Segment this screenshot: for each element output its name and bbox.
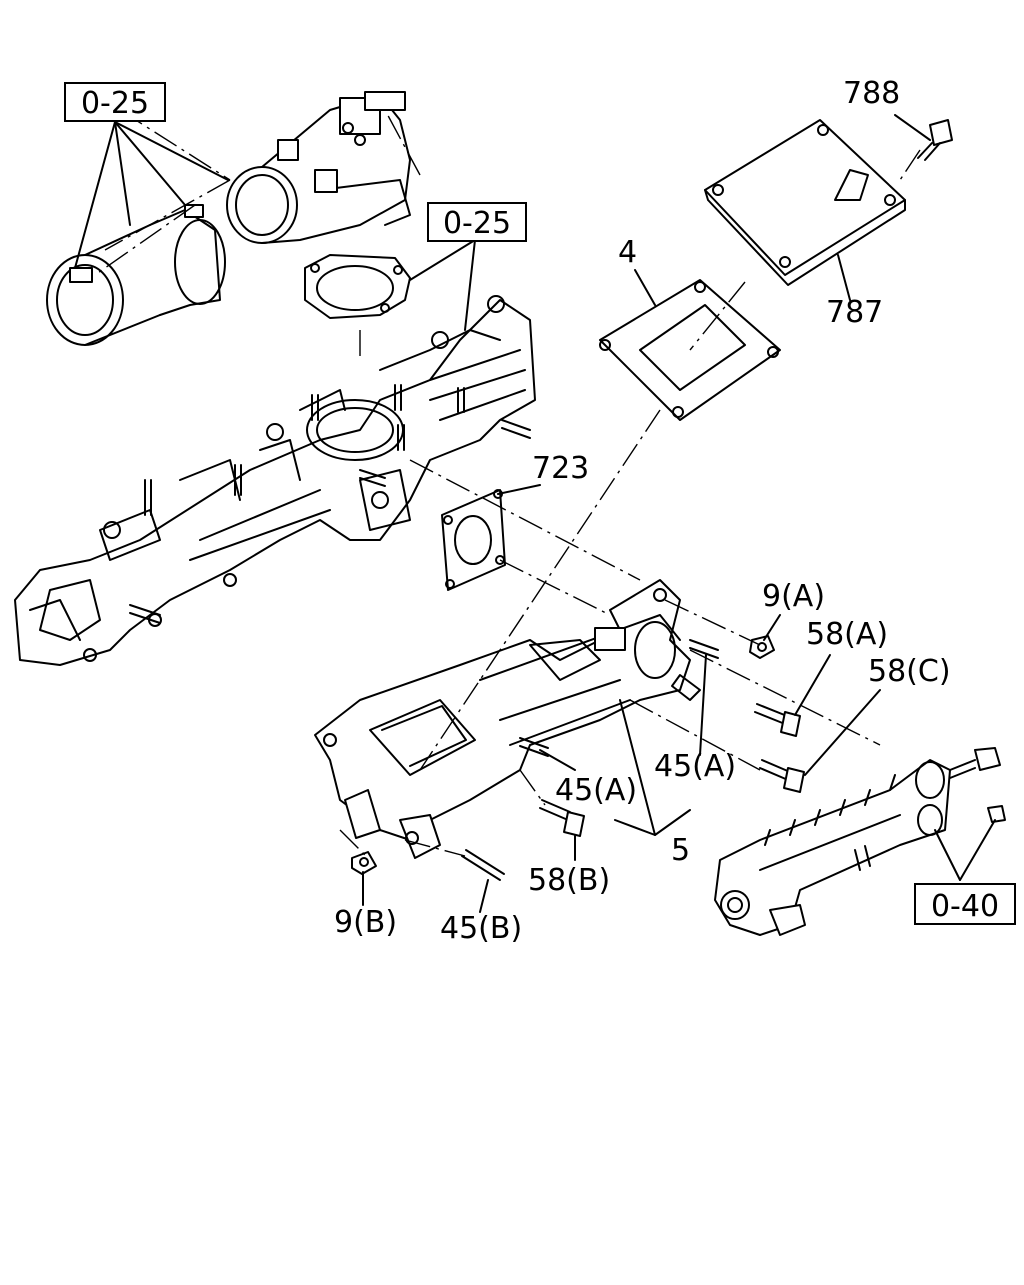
lower-manifold-drawing — [314, 579, 719, 859]
callout-labels: 788 787 4 723 9(A) 58(A) 58(C) 45(A) 45(… — [334, 76, 951, 946]
ref-box-right[interactable]: 0-40 — [914, 883, 1016, 925]
ref-label: 0-25 — [443, 206, 511, 241]
ref-box-top-left[interactable]: 0-25 — [64, 82, 166, 122]
callout-788: 788 — [843, 76, 900, 111]
nut-9a-drawing — [749, 635, 775, 659]
ref-label: 0-25 — [81, 86, 149, 121]
gasket-throttle-drawing — [304, 254, 411, 319]
ref-box-mid[interactable]: 0-25 — [427, 202, 527, 242]
callout-5: 5 — [671, 833, 690, 868]
bolt-788-drawing — [917, 119, 953, 161]
gasket-723-drawing — [441, 489, 506, 591]
bolt-58a-drawing — [754, 703, 801, 737]
callout-4: 4 — [618, 235, 637, 270]
intake-pipe-drawing — [46, 91, 411, 346]
fuel-rail-drawing — [714, 747, 1006, 936]
alignment-lines — [94, 109, 921, 857]
callout-45b: 45(B) — [440, 911, 522, 946]
ref-label: 0-40 — [931, 889, 999, 924]
callout-58c: 58(C) — [868, 654, 951, 689]
callout-787: 787 — [826, 295, 883, 330]
callout-45a-left: 45(A) — [555, 773, 637, 808]
nut-9b-drawing — [351, 851, 377, 875]
bolt-58c-drawing — [759, 759, 805, 793]
callout-9b: 9(B) — [334, 905, 397, 940]
cover-787-drawing — [704, 119, 906, 286]
callout-58a: 58(A) — [806, 617, 888, 652]
intake-manifold-drawing — [14, 295, 536, 666]
bolt-58b-drawing — [539, 799, 585, 837]
leader-lines — [74, 114, 996, 913]
callout-9a: 9(A) — [762, 579, 825, 614]
callout-58b: 58(B) — [528, 863, 610, 898]
callout-723: 723 — [532, 451, 589, 486]
stud-45b-drawing — [461, 849, 505, 881]
callout-45a-right: 45(A) — [654, 749, 736, 784]
